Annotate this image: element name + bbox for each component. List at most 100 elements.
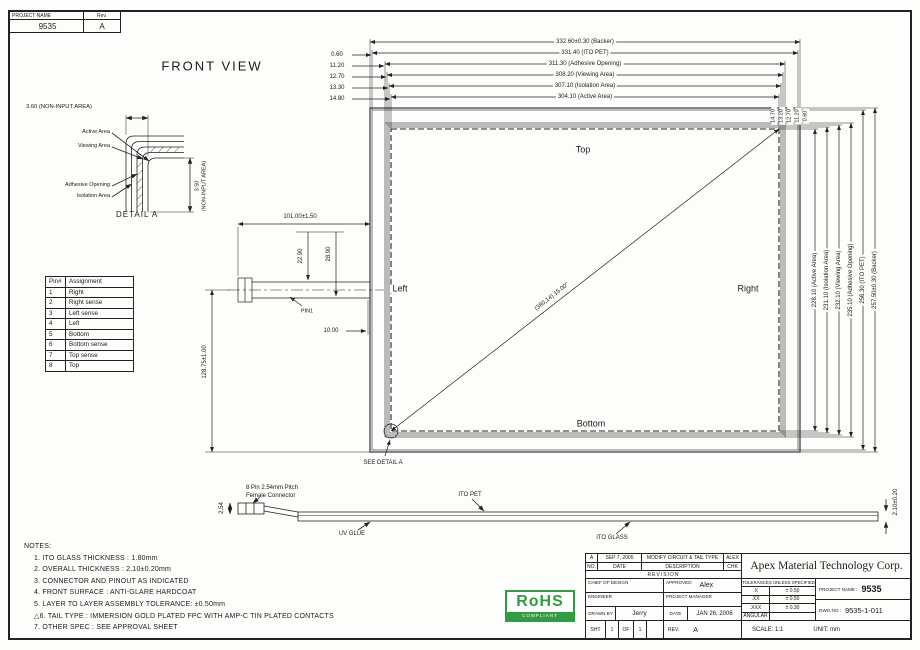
- pin-assignment: Left: [65, 318, 134, 330]
- section-connector-label-line1: 8 Pin 2.54mm Pitch: [246, 485, 299, 491]
- section-connector-label-line2: Female Connector: [246, 493, 296, 499]
- dim-active-height: 228.10 (Active Area): [812, 250, 818, 310]
- pin-table-header-pin: Pin#: [45, 276, 66, 288]
- revision-title: REVISION: [586, 571, 742, 579]
- section-label-ito-pet: ITO PET: [458, 492, 482, 498]
- revision-header-date: DATE: [598, 563, 642, 571]
- dim-left-offset-1: 0.60: [331, 52, 343, 58]
- revision-entry-date: SEP 7, 2005: [598, 554, 642, 563]
- dim-adhesive-width: 311.30 (Adhesive Opening): [546, 61, 624, 67]
- section-dim-pitch: 2.54: [219, 502, 225, 514]
- dim-right-top-offset-1: 14.70: [770, 107, 777, 125]
- front-view-lines: [205, 39, 878, 457]
- detail-label-viewing-area: Viewing Area: [77, 143, 110, 149]
- dim-right-top-offset-3: 12.70: [786, 107, 793, 125]
- revision-entry-chk: ALEX: [724, 554, 742, 563]
- panel-label-right: Right: [735, 283, 761, 294]
- dim-tail-length: 101.00±1.50: [281, 214, 319, 220]
- dwg-no-cell: DWG NO : 9535-1-011: [816, 600, 912, 621]
- dim-left-offset-3: 12.70: [329, 74, 345, 80]
- revision-header-description: DESCRIPTION: [642, 563, 724, 571]
- dim-left-offset-5: 14.80: [329, 96, 345, 102]
- pin-number: 2: [45, 297, 66, 309]
- revision-header-chk: CHK: [724, 563, 742, 571]
- of-label: OF: [619, 621, 634, 640]
- pin-number: 7: [45, 349, 66, 361]
- detail-label-adhesive-opening: Adhesive Opening: [65, 182, 110, 188]
- revision-header-no: NO.: [586, 563, 598, 571]
- dim-pin-offset: 10.00: [321, 328, 341, 334]
- tol-key-x: .X: [742, 587, 770, 596]
- rev-label: Rev.: [97, 12, 107, 19]
- rev-row-value: A: [693, 626, 698, 634]
- section-label-ito-glass: ITO GLASS: [596, 535, 628, 541]
- sht-filler: [647, 621, 664, 640]
- dwg-no-label: DWG NO :: [819, 607, 841, 613]
- sht-label: SHT: [586, 621, 606, 640]
- dim-tail-offset-a: 22.90: [298, 246, 304, 266]
- project-manager-label: PROJECT MANAGER: [664, 593, 742, 607]
- note-item-2: 2. OVERALL THICKNESS : 2.10±0.20mm: [34, 566, 172, 574]
- approved-label: APPROVED: [666, 580, 692, 585]
- pin-assignment: Left sense: [65, 307, 134, 319]
- tol-key-xxx: .XXX: [742, 604, 770, 613]
- project-name-cell: PROJECT NAME : 9535: [816, 579, 912, 600]
- pin-assignment: Bottom: [65, 328, 134, 340]
- engineer-label: ENGINEER: [586, 593, 664, 607]
- pin-number: 6: [45, 339, 66, 351]
- dim-adhesive-height: 235.10 (Adhesive Opening): [848, 241, 854, 319]
- of-value: 1: [634, 621, 647, 640]
- drawn-by-value: Jerry: [616, 607, 664, 621]
- drawn-by-label: DRAWN BY: [586, 607, 616, 621]
- project-name-value: 9535: [861, 584, 882, 594]
- dim-right-top-offset-2: 13.20: [778, 107, 785, 125]
- note-item-1: 1. ITO GLASS THICKNESS : 1.80mm: [34, 554, 158, 562]
- pin-assignment: Top sense: [65, 349, 134, 361]
- revision-entry-description: MODIFY CIRCUIT & TAIL TYPE: [642, 554, 724, 563]
- detail-dim-non-input-side: 3.50 (NON-INPUT AREA): [194, 160, 208, 212]
- approved-cell: APPROVED Alex: [664, 579, 742, 593]
- dim-center-to-bottom: 128.75±1.00: [202, 343, 208, 381]
- pin-number: 4: [45, 318, 66, 330]
- panel-label-left: Left: [390, 283, 410, 294]
- tol-val-xxx: ± 0.30: [770, 604, 816, 613]
- dim-viewing-width: 308.20 (Viewing Area): [553, 72, 617, 78]
- detail-dim-non-input-top: 3.60 (NON-INPUT AREA): [26, 104, 92, 110]
- panel-label-bottom: Bottom: [574, 418, 608, 429]
- pin-table-header-assignment: Assignment: [65, 276, 134, 288]
- pin-assignment: Right: [65, 286, 134, 298]
- rev-row-label: REV.: [668, 627, 680, 633]
- dim-ito-pet-width: 331.40 (ITO PET): [559, 50, 611, 56]
- dim-backer-width: 332.60±0.30 (Backer): [554, 39, 616, 45]
- pin-number: 5: [45, 328, 66, 340]
- approved-value: Alex: [699, 582, 714, 589]
- dwg-no-value: 9535-1-011: [844, 605, 883, 615]
- front-view-title: FRONT VIEW: [161, 58, 263, 74]
- note-item-6: △6. TAIL TYPE : IMMERSION GOLD PLATED FP…: [34, 612, 334, 620]
- tol-key-angular: ANGULAR: [742, 612, 770, 621]
- date-value: JAN 26, 2006: [688, 607, 742, 621]
- pin-assignment: Bottom sense: [65, 339, 134, 351]
- rev-value: A: [99, 21, 105, 31]
- project-name-label: PROJECT NAME: [10, 12, 84, 19]
- pin-assignment: Right sense: [65, 297, 134, 309]
- company-name: Apex Material Technology Corp.: [742, 554, 912, 579]
- notes-heading: NOTES:: [24, 543, 52, 550]
- section-lines: [227, 496, 889, 535]
- dim-left-offset-2: 11.20: [329, 63, 345, 69]
- scale-unit-cell: SCALE: 1:1 UNIT: mm: [742, 621, 912, 640]
- pin-assignment: Top: [65, 360, 134, 372]
- revision-entry-no: A: [586, 554, 598, 563]
- dim-backer-height: 257.50±0.30 (Backer): [872, 249, 878, 311]
- tolerances-title: TOLERANCES UNLESS SPECIFIED: [742, 579, 816, 587]
- pin1-label: PIN1: [300, 308, 314, 315]
- rohs-name: RoHS: [516, 593, 564, 610]
